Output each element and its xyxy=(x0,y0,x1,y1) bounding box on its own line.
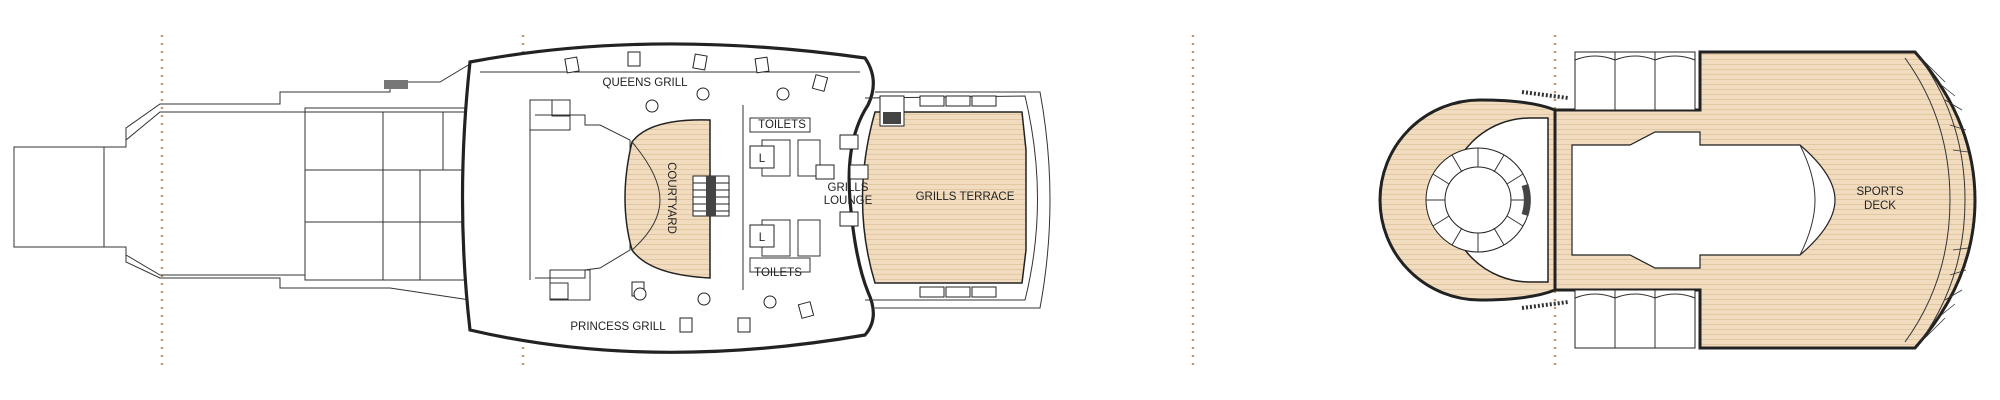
toilets-top-label: TOILETS xyxy=(758,119,806,131)
princess-grill-label: PRINCESS GRILL xyxy=(570,321,666,333)
grills-lounge-label-line2: LOUNGE xyxy=(824,195,873,207)
sports-deck-label-line2: DECK xyxy=(1864,200,1896,212)
lift-1-label: L xyxy=(759,153,766,165)
courtyard-label: COURTYARD xyxy=(665,162,677,234)
spiral-staircase-inner xyxy=(1444,166,1512,234)
grills-terrace-label: GRILLS TERRACE xyxy=(916,191,1015,203)
grills-lounge-label-line1: GRILLS xyxy=(828,182,869,194)
grills-lounge-seating xyxy=(815,134,869,227)
queens-grill-label: QUEENS GRILL xyxy=(603,77,689,89)
spiral-staircase-steps xyxy=(1426,148,1531,252)
terrace-sunbeds xyxy=(919,95,997,298)
aft-structure xyxy=(13,63,531,301)
lift-2-label: L xyxy=(759,232,766,244)
lifts xyxy=(749,145,775,248)
princess-grill-tables xyxy=(631,281,815,333)
courtyard-stairs xyxy=(692,175,730,217)
courtyard-floor xyxy=(624,119,711,279)
grills-terrace-floor xyxy=(861,111,1027,284)
central-structure xyxy=(1571,131,1836,269)
toilets-bottom-label: TOILETS xyxy=(754,267,802,279)
queens-grill-tables xyxy=(564,51,829,113)
sports-deck-hatching xyxy=(1924,61,1969,339)
sports-deck-label-line1: SPORTS xyxy=(1856,186,1903,198)
sports-deck-bays xyxy=(1574,51,1696,349)
